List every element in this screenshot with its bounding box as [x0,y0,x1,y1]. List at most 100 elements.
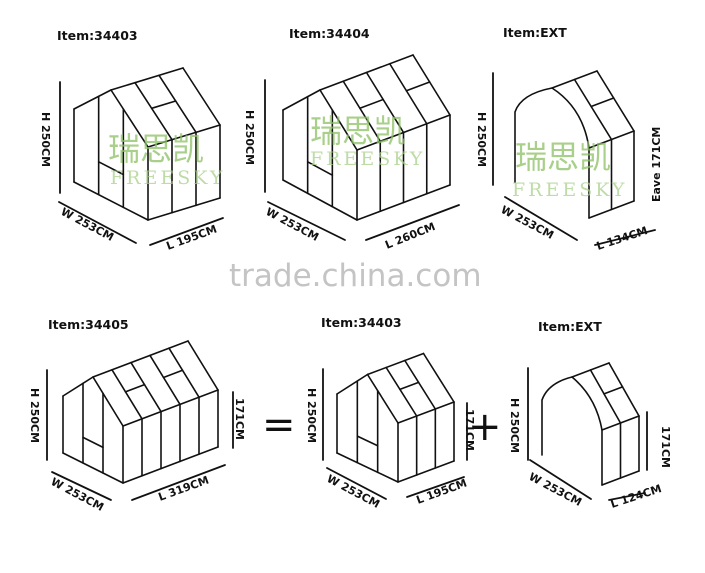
roof-vent [399,381,420,391]
roof-edge [182,67,221,126]
length-label: L 319CM [157,474,211,504]
gable-edge [110,89,149,148]
ridge-line [110,67,184,91]
base-line [336,452,399,483]
roof-vent [150,100,177,110]
height-label: H 250CM [28,388,41,443]
gable-edge [366,373,399,424]
length-label: L 260CM [383,220,437,252]
watermark-brand-cn: 瑞思凯 [515,138,611,176]
watermark-site: trade.china.com [229,258,482,294]
width-label: W 253CM [49,475,106,514]
gable-edge [92,376,124,427]
base-line [122,446,219,484]
greenhouse-line-art [46,54,656,501]
roof-rafter [130,361,162,413]
door-rail [356,435,379,447]
length-label: L 134CM [595,224,649,253]
roof-vent [405,81,431,92]
width-dimension-line [529,459,592,500]
roof-edge [422,352,455,403]
length-label: L 195CM [415,477,469,507]
height-label: H 250CM [508,398,521,453]
roof-edge [187,340,219,391]
base-line [147,197,221,221]
roof-rafter [111,368,143,420]
height-label: H 250CM [475,112,488,167]
length-dimension-line [131,464,226,501]
width-dimension-line [51,471,112,501]
height-label: H 250CM [39,112,52,167]
roof-rafter [168,347,200,399]
roof-rafter [149,354,181,406]
gable-edge [319,89,358,151]
width-dimension-line [58,201,137,244]
roof-rafter [365,71,405,134]
base-line [397,460,455,483]
width-label: W 253CM [59,205,116,244]
width-dimension-line [326,467,387,500]
door-rail [82,436,104,449]
roof-vent [124,383,146,393]
door-rail [306,161,334,176]
length-label: L 124CM [609,482,663,511]
gable-edge [336,373,369,395]
roof-edge [608,362,640,417]
item-title: Item:EXT [503,25,567,40]
equals-sign: = [262,402,296,448]
eave-line [122,389,219,427]
watermark-brand-en: FREESKY [110,167,225,189]
roof-vent [359,98,384,110]
watermark-brand-en: FREESKY [310,148,425,170]
eave-label: 171CM [659,426,672,468]
watermark-brand-cn: 瑞思凯 [310,112,406,150]
roof-vent [603,386,624,395]
roof-rafter [342,80,382,143]
roof-rafter [134,81,173,141]
roof-rafter [385,366,418,417]
eave-line [397,401,455,424]
item-title: Item:34405 [48,317,129,332]
base-line [73,181,149,221]
width-dimension-line [267,201,346,241]
gable-edge [73,89,112,110]
eave-label: 171CM [233,398,246,440]
length-dimension-line [365,204,460,241]
roof-vent [162,369,184,379]
item-title: Item:34403 [321,315,402,330]
item-title: Item:34404 [289,26,370,41]
gable-edge [62,376,94,397]
base-line [282,179,358,221]
plus-sign: + [468,404,502,450]
roof-rafter [573,78,613,141]
item-title: Item:34403 [57,28,138,43]
watermark-brand-cn: 瑞思凯 [108,130,204,168]
length-dimension-line [608,492,646,501]
base-line [62,452,124,484]
roof-vent [590,97,615,108]
eave-label: Eave 171CM [650,127,663,202]
door-rail [97,161,125,176]
length-dimension-line [594,229,656,246]
ridge-line [92,340,189,378]
roof-rafter [388,62,428,125]
height-label: H 250CM [243,110,256,165]
length-label: L 195CM [165,223,219,253]
eave-label: 171CM [463,409,476,451]
length-dimension-line [406,476,465,498]
height-label: H 250CM [305,388,318,443]
watermark-brand-en: FREESKY [512,179,627,201]
ridge-line [366,352,425,376]
item-title: Item:EXT [538,319,602,334]
roof-rafter [404,359,437,410]
width-dimension-line [504,196,578,241]
arch-frame [541,376,603,431]
roof-edge [596,70,635,132]
roof-edge [412,54,451,116]
roof-rafter [589,369,622,424]
length-dimension-line [149,217,224,246]
gable-edge [282,89,321,111]
eave-line [147,124,221,148]
